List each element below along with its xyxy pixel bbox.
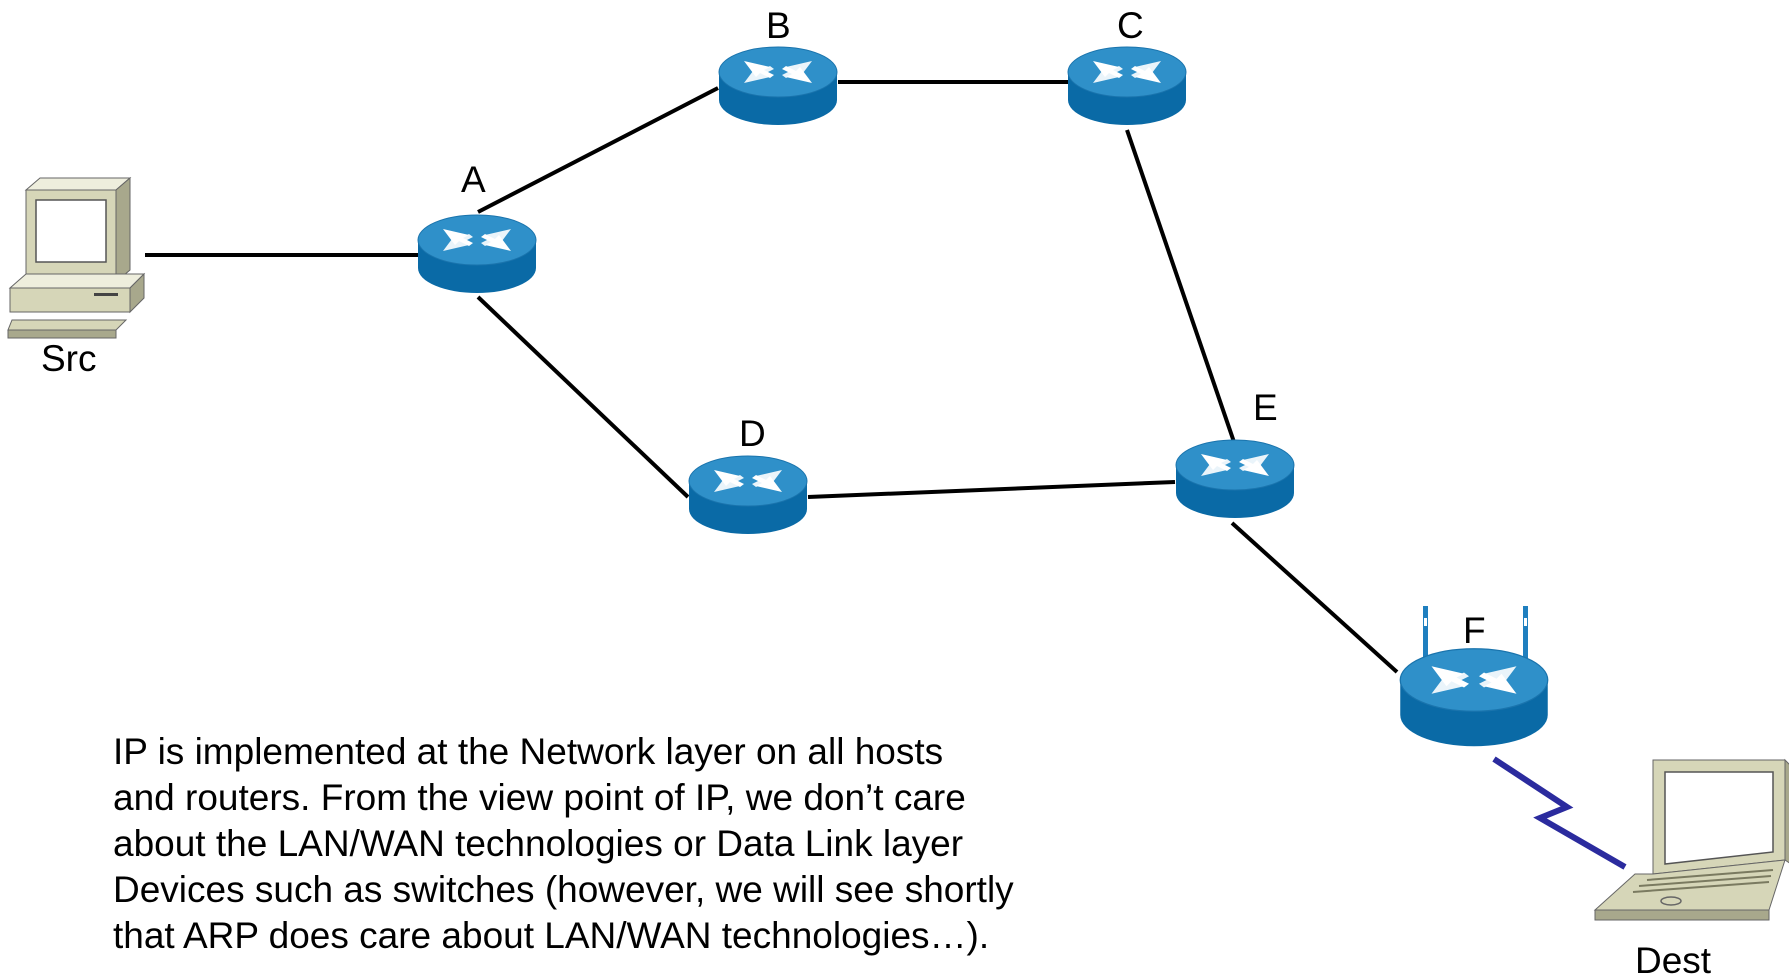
- explanation-line: and routers. From the view point of IP, …: [113, 777, 966, 818]
- explanation-line: Devices such as switches (however, we wi…: [113, 869, 1014, 910]
- wireless-router-icon: [1399, 606, 1549, 747]
- link-d-e: [807, 480, 1176, 499]
- link-e-f: [1230, 521, 1399, 674]
- router-icon: [1067, 46, 1187, 126]
- explanation-line: that ARP does care about LAN/WAN technol…: [113, 915, 990, 956]
- router-icon: [417, 214, 537, 294]
- node-label-src: Src: [41, 338, 97, 379]
- wired-links: [145, 80, 1399, 674]
- router-e: [1175, 439, 1295, 519]
- laptop-computer-icon: [1593, 758, 1789, 921]
- wireless-link-f-dest: [1492, 756, 1627, 870]
- router-icon: [1175, 439, 1295, 519]
- explanation-text: IP is implemented at the Network layer o…: [113, 729, 1213, 959]
- explanation-line: IP is implemented at the Network layer o…: [113, 731, 944, 772]
- node-label-b: B: [766, 5, 791, 46]
- node-label-a: A: [461, 159, 486, 200]
- router-d: [688, 455, 808, 535]
- router-c: [1067, 46, 1187, 126]
- link-c-e: [1125, 129, 1236, 443]
- explanation-line: about the LAN/WAN technologies or Data L…: [113, 823, 964, 864]
- router-b: [718, 46, 838, 126]
- node-label-d: D: [739, 413, 766, 454]
- router-a: [417, 214, 537, 294]
- router-icon: [718, 46, 838, 126]
- node-label-dest: Dest: [1635, 940, 1712, 979]
- router-icon: [688, 455, 808, 535]
- link-a-b: [477, 86, 719, 214]
- node-label-e: E: [1253, 387, 1278, 428]
- node-label-f: F: [1463, 610, 1486, 651]
- desktop-computer-icon: [7, 176, 146, 339]
- node-label-c: C: [1117, 5, 1144, 46]
- router-f: [1399, 606, 1549, 747]
- link-a-d: [476, 295, 690, 499]
